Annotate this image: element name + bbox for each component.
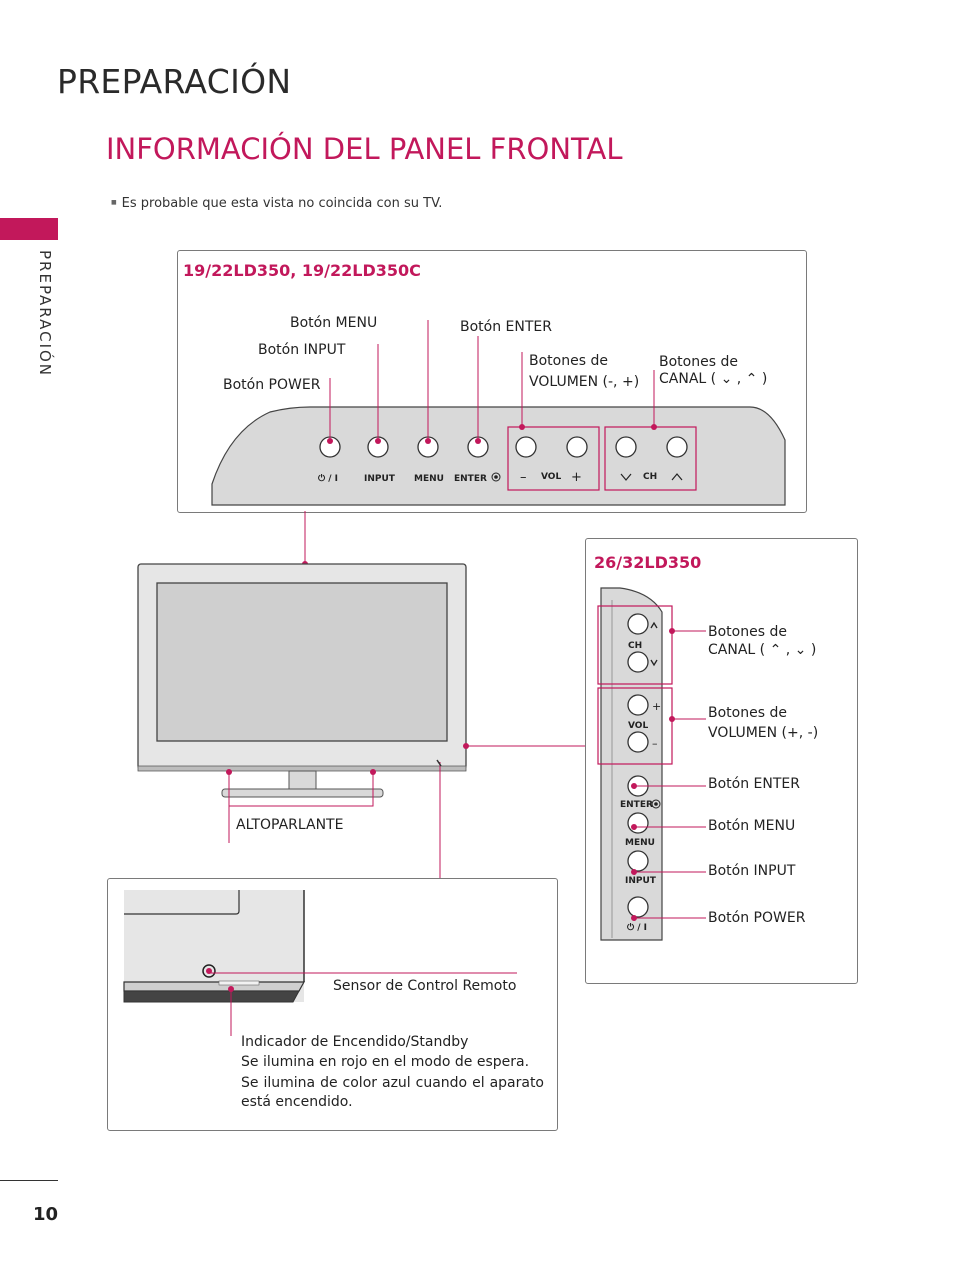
side-tab-marker — [0, 218, 58, 240]
top-label-enter: Botón ENTER — [460, 319, 552, 335]
side-input-button — [627, 850, 649, 872]
sensor-label: Sensor de Control Remoto — [333, 978, 517, 994]
side-power-caption: ⏻ / I — [627, 922, 647, 933]
side-plus-sign: + — [652, 700, 661, 713]
side-ch-frame — [597, 605, 673, 685]
top-label-power: Botón POWER — [223, 377, 321, 393]
side-ch-caption: CH — [628, 641, 642, 651]
side-label-volume-line2: VOLUMEN (+, -) — [708, 725, 819, 741]
side-vol-minus-button — [627, 731, 649, 753]
side-vol-frame — [597, 687, 673, 765]
top-vol-caption: VOL — [541, 472, 561, 482]
top-minus-sign: – — [520, 470, 527, 485]
side-panel-box — [585, 538, 858, 984]
tv-stand-base — [221, 788, 384, 798]
indicator-line-2: Se ilumina de color azul cuando el apara… — [241, 1075, 544, 1110]
top-enter-caption: ENTER — [454, 474, 487, 484]
side-label-menu: Botón MENU — [708, 818, 796, 834]
speaker-label: ALTOPARLANTE — [236, 817, 344, 833]
side-panel-model: 26/32LD350 — [594, 553, 702, 572]
top-label-channel-line2: CANAL ( ⌄ , ⌃ ) — [659, 371, 768, 387]
tv-stand-neck — [288, 770, 317, 790]
top-input-caption: INPUT — [364, 474, 396, 484]
top-label-input: Botón INPUT — [258, 342, 346, 358]
section-title: INFORMACIÓN DEL PANEL FRONTAL — [106, 132, 623, 166]
side-enter-caption: ENTER — [620, 800, 653, 810]
top-ch-frame — [604, 426, 697, 491]
side-label-channel-line1: Botones de — [708, 624, 787, 640]
top-label-volume-line1: Botones de — [529, 353, 608, 369]
side-menu-caption: MENU — [625, 838, 655, 848]
side-label-enter: Botón ENTER — [708, 776, 800, 792]
indicator-line-1: Se ilumina en rojo en el modo de espera. — [241, 1054, 530, 1070]
top-vol-minus-button — [515, 436, 537, 458]
chevron-down-icon — [620, 473, 632, 481]
top-label-volume-line2: VOLUMEN (-, +) — [529, 374, 640, 390]
side-input-caption: INPUT — [625, 876, 657, 886]
top-label-channel-line1: Botones de — [659, 354, 738, 370]
side-power-button — [627, 896, 649, 918]
side-section-label: PREPARACIÓN — [36, 250, 54, 378]
page-number: 10 — [33, 1204, 59, 1225]
side-label-volume-line1: Botones de — [708, 705, 787, 721]
top-plus-sign: + — [571, 470, 582, 485]
side-label-channel-line2: CANAL ( ⌃ , ⌄ ) — [708, 642, 817, 658]
top-ch-caption: CH — [643, 472, 657, 482]
side-vol-caption: VOL — [628, 721, 648, 731]
side-ch-up-button — [627, 613, 649, 635]
side-vol-plus-button — [627, 694, 649, 716]
top-panel-model: 19/22LD350, 19/22LD350C — [183, 261, 421, 280]
side-chevron-down-icon — [650, 659, 658, 667]
remote-sensor — [202, 964, 216, 978]
bottom-panel-graphics — [123, 890, 517, 1036]
chevron-up-icon — [671, 473, 683, 481]
indicator-title: Indicador de Encendido/Standby — [241, 1034, 469, 1050]
top-menu-caption: MENU — [414, 474, 444, 484]
page-title: PREPARACIÓN — [57, 62, 292, 101]
top-power-caption: ⏻ / I — [318, 473, 338, 484]
side-label-power: Botón POWER — [708, 910, 806, 926]
top-enter-symbol — [491, 472, 501, 482]
note-text: Es probable que esta vista no coincida c… — [111, 196, 443, 211]
top-control-panel — [211, 406, 786, 506]
power-indicator-light — [218, 980, 260, 986]
top-vol-frame — [507, 426, 600, 491]
top-label-menu: Botón MENU — [290, 315, 378, 331]
side-label-input: Botón INPUT — [708, 863, 796, 879]
top-vol-plus-button — [566, 436, 588, 458]
tv-screen — [156, 582, 448, 742]
top-ch-down-button — [615, 436, 637, 458]
side-ch-down-button — [627, 651, 649, 673]
footer-rule — [0, 1180, 58, 1181]
top-ch-up-button — [666, 436, 688, 458]
side-chevron-up-icon — [650, 621, 658, 629]
side-minus-sign: – — [652, 737, 658, 750]
